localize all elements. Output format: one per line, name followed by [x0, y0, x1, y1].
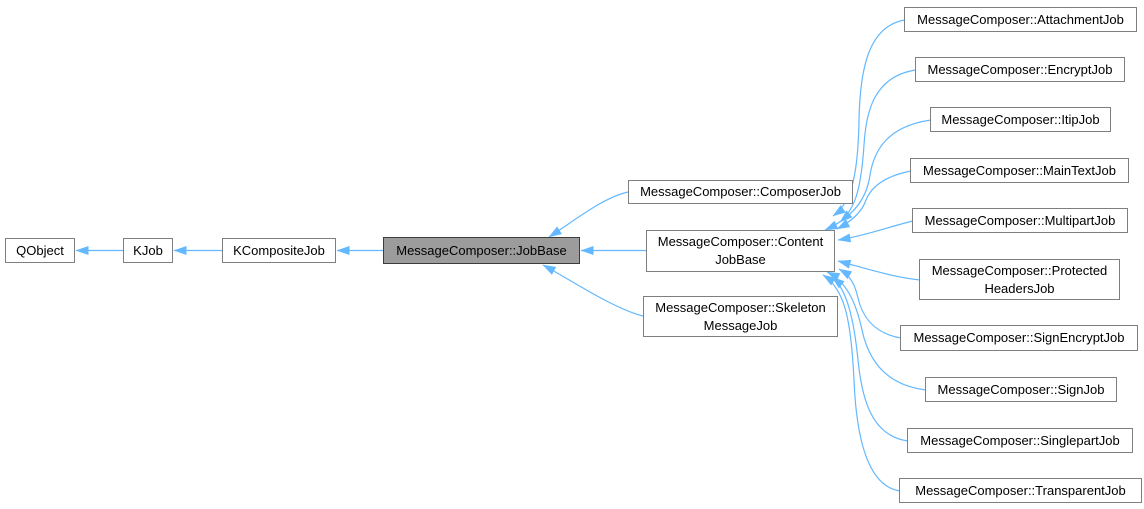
edge-composerjob-jobbase	[548, 191, 629, 238]
node-protectedheadersjob[interactable]: MessageComposer::Protected HeadersJob	[919, 259, 1120, 300]
node-skeletonmessagejob[interactable]: MessageComposer::Skeleton MessageJob	[643, 296, 838, 337]
node-transparentjob[interactable]: MessageComposer::TransparentJob	[899, 478, 1142, 503]
node-qobject[interactable]: QObject	[5, 238, 75, 263]
node-signjob[interactable]: MessageComposer::SignJob	[925, 377, 1117, 402]
node-singlepartjob[interactable]: MessageComposer::SinglepartJob	[907, 428, 1133, 453]
node-kjob[interactable]: KJob	[123, 238, 173, 263]
node-jobbase-current: MessageComposer::JobBase	[383, 237, 580, 264]
node-itipjob[interactable]: MessageComposer::ItipJob	[930, 107, 1111, 132]
edge-protectedheadersjob-contentjobbase	[837, 259, 921, 281]
edge-skeletonmessagejob-jobbase	[542, 264, 644, 317]
node-maintextjob[interactable]: MessageComposer::MainTextJob	[910, 158, 1129, 183]
edge-multipartjob-contentjobbase	[837, 220, 914, 243]
node-kcompositejob[interactable]: KCompositeJob	[222, 238, 336, 263]
node-attachmentjob[interactable]: MessageComposer::AttachmentJob	[904, 7, 1137, 32]
node-encryptjob[interactable]: MessageComposer::EncryptJob	[915, 57, 1125, 82]
node-contentjobbase[interactable]: MessageComposer::Content JobBase	[646, 230, 835, 272]
node-multipartjob[interactable]: MessageComposer::MultipartJob	[912, 208, 1128, 233]
node-composerjob[interactable]: MessageComposer::ComposerJob	[628, 180, 853, 204]
edge-singlepartjob-contentjobbase	[831, 276, 909, 442]
edge-signencryptjob-contentjobbase	[838, 268, 902, 339]
node-signencryptjob[interactable]: MessageComposer::SignEncryptJob	[900, 325, 1138, 351]
